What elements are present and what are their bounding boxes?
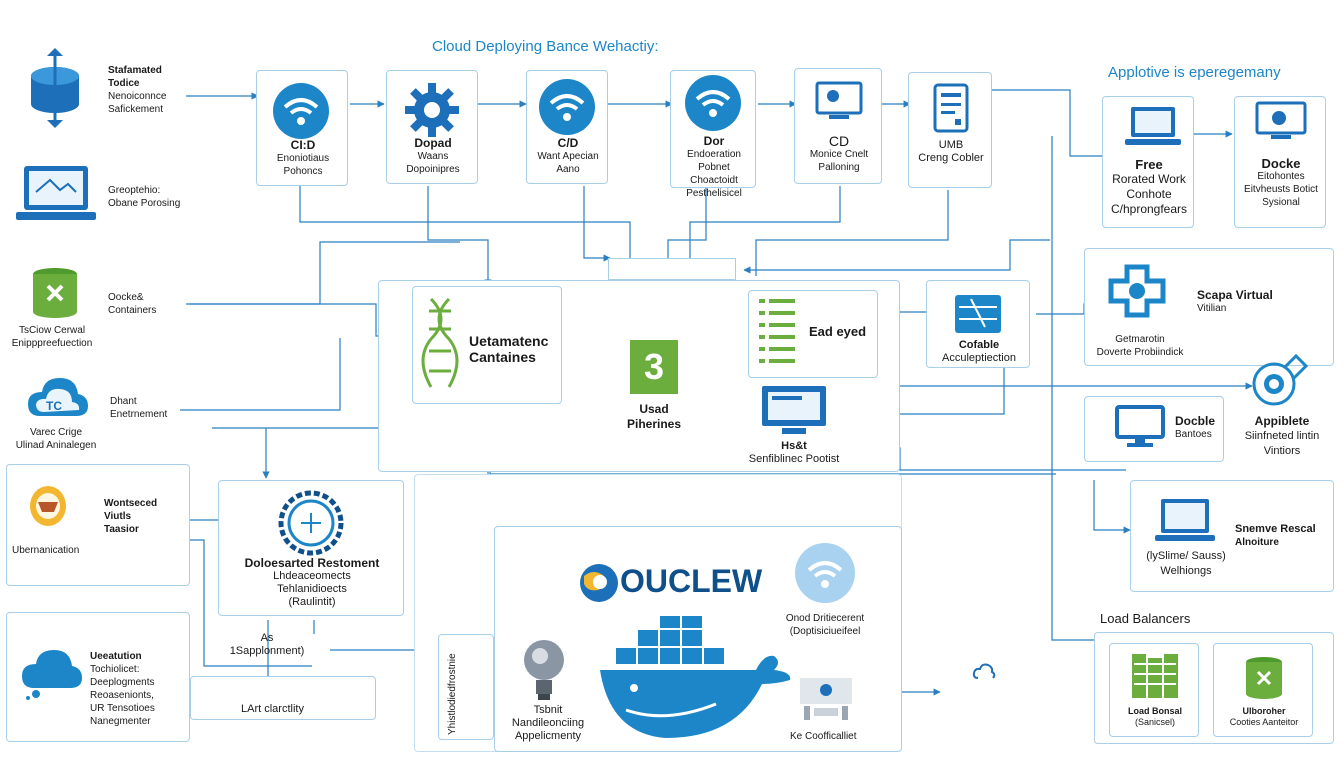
list-icon <box>759 299 795 363</box>
laptop-icon <box>1155 499 1215 541</box>
center-top-connector <box>608 258 736 280</box>
right-title: Applotive is eperegemany <box>1108 64 1281 81</box>
lart-box: LArt clarctlity <box>190 676 376 720</box>
wifi-icon <box>539 79 595 135</box>
wifi-icon <box>685 75 741 131</box>
load-balancers-label: Load Balancers <box>1100 611 1191 626</box>
left-item-2-label: Greoptehio:Obane Porosing <box>108 185 181 209</box>
coflict-label: Ke Coofficalliet <box>790 731 857 742</box>
container-icon <box>1246 657 1282 699</box>
right-node-load-bonsal: Load Bonsal(Sanicsel) <box>1109 643 1199 737</box>
pipeline-number-badge: 3 <box>630 340 678 394</box>
gear-icon <box>405 83 459 137</box>
monitor-icon <box>762 386 826 434</box>
monitor-icon <box>815 81 863 119</box>
cloud-icon <box>22 650 82 700</box>
shield-icon <box>30 486 66 526</box>
diagram-title: Cloud Deploying Bance Wehactiy: <box>432 38 659 55</box>
helix-icon <box>421 297 459 388</box>
left-item-5-sub: Ubernanication <box>12 545 80 556</box>
left-item-5-box <box>6 464 190 586</box>
logo-text: OUCLEW <box>620 563 763 599</box>
wifi-icon <box>795 543 855 603</box>
ocd-label: Onod Dritiecerent(Doptisiciueifeel <box>785 613 865 637</box>
document-icon <box>933 83 969 133</box>
cloud-icon: TC <box>28 378 88 416</box>
monitor-icon <box>1115 405 1165 447</box>
left-item-6-box <box>6 612 190 742</box>
db-arrows-icon <box>31 48 79 128</box>
gear-ring-icon <box>278 490 344 556</box>
monitor-icon <box>1255 101 1307 139</box>
ead-box: Ead eyed <box>748 290 878 378</box>
laptop-icon <box>16 166 96 220</box>
container-icon <box>33 268 77 318</box>
cloud-icon <box>972 663 996 679</box>
globe-logo-icon <box>580 564 618 602</box>
camera-icon <box>1252 354 1309 406</box>
table-icon <box>955 295 1001 333</box>
whale-icon <box>600 616 791 738</box>
left-item-3-label: Oocke&Containers <box>108 292 157 316</box>
lightbulb-icon <box>524 640 564 700</box>
svg-text:TC: TC <box>46 399 62 413</box>
puzzle-icon <box>1108 264 1166 318</box>
device-icon <box>800 678 852 720</box>
server-icon <box>1132 654 1178 698</box>
vertical-label-box: Yhistlodiedfrostnie <box>438 634 494 740</box>
wifi-icon <box>273 83 329 139</box>
laptop-icon <box>1125 107 1181 145</box>
